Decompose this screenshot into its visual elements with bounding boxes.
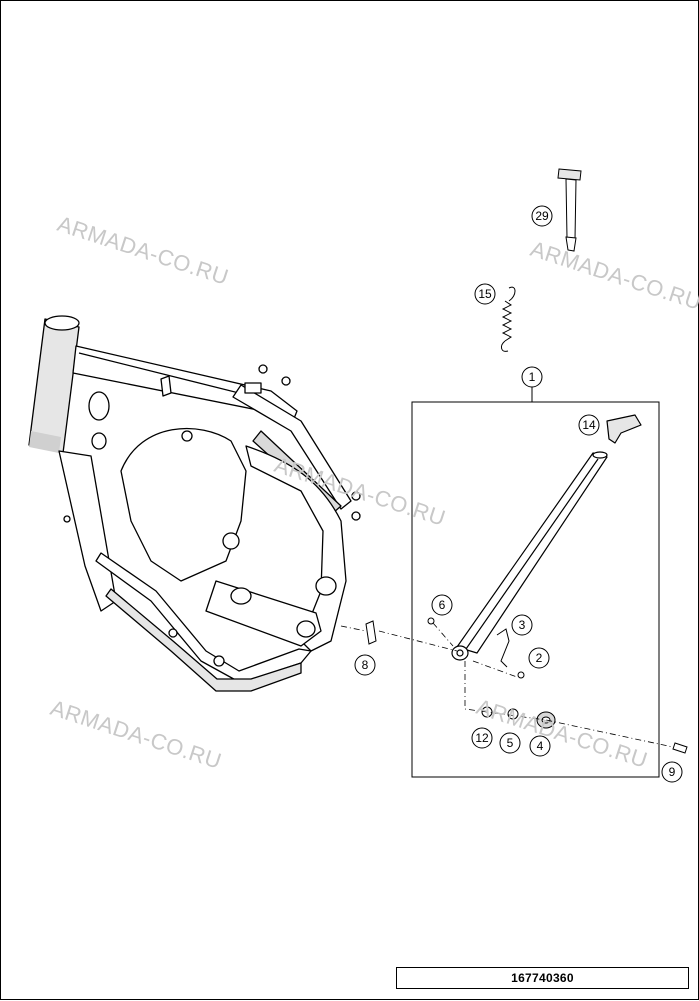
svg-text:15: 15 [478, 287, 492, 301]
svg-text:12: 12 [475, 731, 489, 745]
document-number: 167740360 [511, 971, 574, 985]
assembly-lines [340, 622, 674, 748]
svg-text:8: 8 [362, 658, 369, 672]
callout-6: 6 [431, 594, 453, 616]
svg-text:5: 5 [507, 736, 514, 750]
spring-drawing [500, 286, 516, 352]
tool-drawing [557, 168, 582, 252]
svg-text:29: 29 [535, 209, 549, 223]
callout-12: 12 [471, 727, 493, 749]
svg-text:14: 14 [582, 418, 596, 432]
callout-9: 9 [661, 761, 683, 783]
callout-29: 29 [531, 205, 553, 227]
callout-8: 8 [354, 654, 376, 676]
callout-14: 15 [474, 283, 496, 305]
watermark-text: ARMADA-CO.RU [473, 694, 650, 773]
callout-3: 3 [511, 614, 533, 636]
watermark-text: ARMADA-CO.RU [527, 236, 699, 315]
watermark-text: ARMADA-CO.RU [271, 452, 448, 531]
callouts: 29 15 1 14 6 3 2 8 [354, 205, 683, 783]
frame-drawing [28, 315, 361, 692]
callout-2: 2 [528, 647, 550, 669]
svg-text:6: 6 [439, 598, 446, 612]
svg-text:1: 1 [529, 370, 536, 384]
watermark-text: ARMADA-CO.RU [47, 695, 224, 774]
svg-text:4: 4 [537, 739, 544, 753]
document-number-box: 167740360 [396, 967, 689, 989]
svg-text:3: 3 [519, 618, 526, 632]
assembly-frame-box [411, 387, 660, 778]
svg-text:9: 9 [669, 765, 676, 779]
side-stand-drawing [451, 414, 642, 661]
small-parts-drawing [365, 617, 688, 754]
callout-5: 5 [499, 732, 521, 754]
svg-text:2: 2 [536, 651, 543, 665]
callout-1: 1 [521, 366, 543, 388]
callout-15: 14 [578, 414, 600, 436]
callout-4: 4 [529, 735, 551, 757]
watermark-text: ARMADA-CO.RU [54, 211, 231, 290]
